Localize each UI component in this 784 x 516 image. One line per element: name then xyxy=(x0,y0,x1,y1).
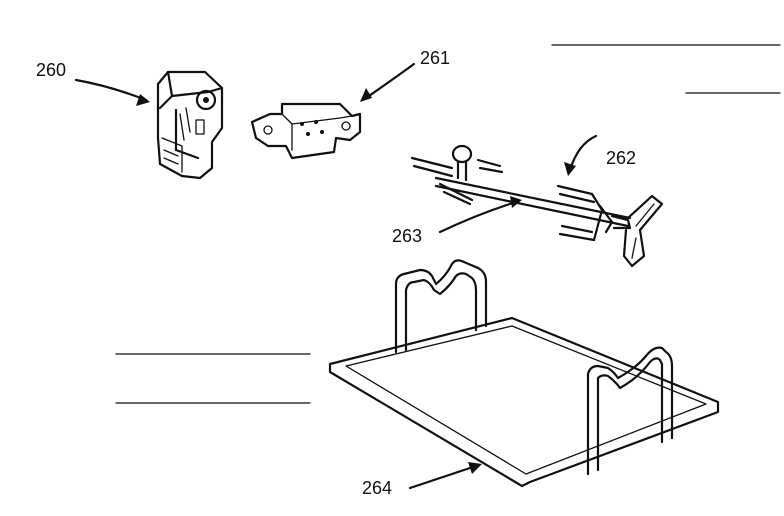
part-262-263-spit-assembly xyxy=(410,144,664,268)
label-262: 262 xyxy=(606,148,636,168)
label-264: 264 xyxy=(362,478,392,498)
part-260-motor xyxy=(156,70,224,180)
label-263: 263 xyxy=(392,226,422,246)
part-264-rack xyxy=(328,259,720,488)
label-261: 261 xyxy=(420,48,450,68)
part-261-bracket xyxy=(250,102,362,160)
part-labels: 260 261 262 263 264 xyxy=(36,48,636,498)
leader-arrows xyxy=(74,62,598,490)
blank-lines xyxy=(115,44,781,404)
label-260: 260 xyxy=(36,60,66,80)
